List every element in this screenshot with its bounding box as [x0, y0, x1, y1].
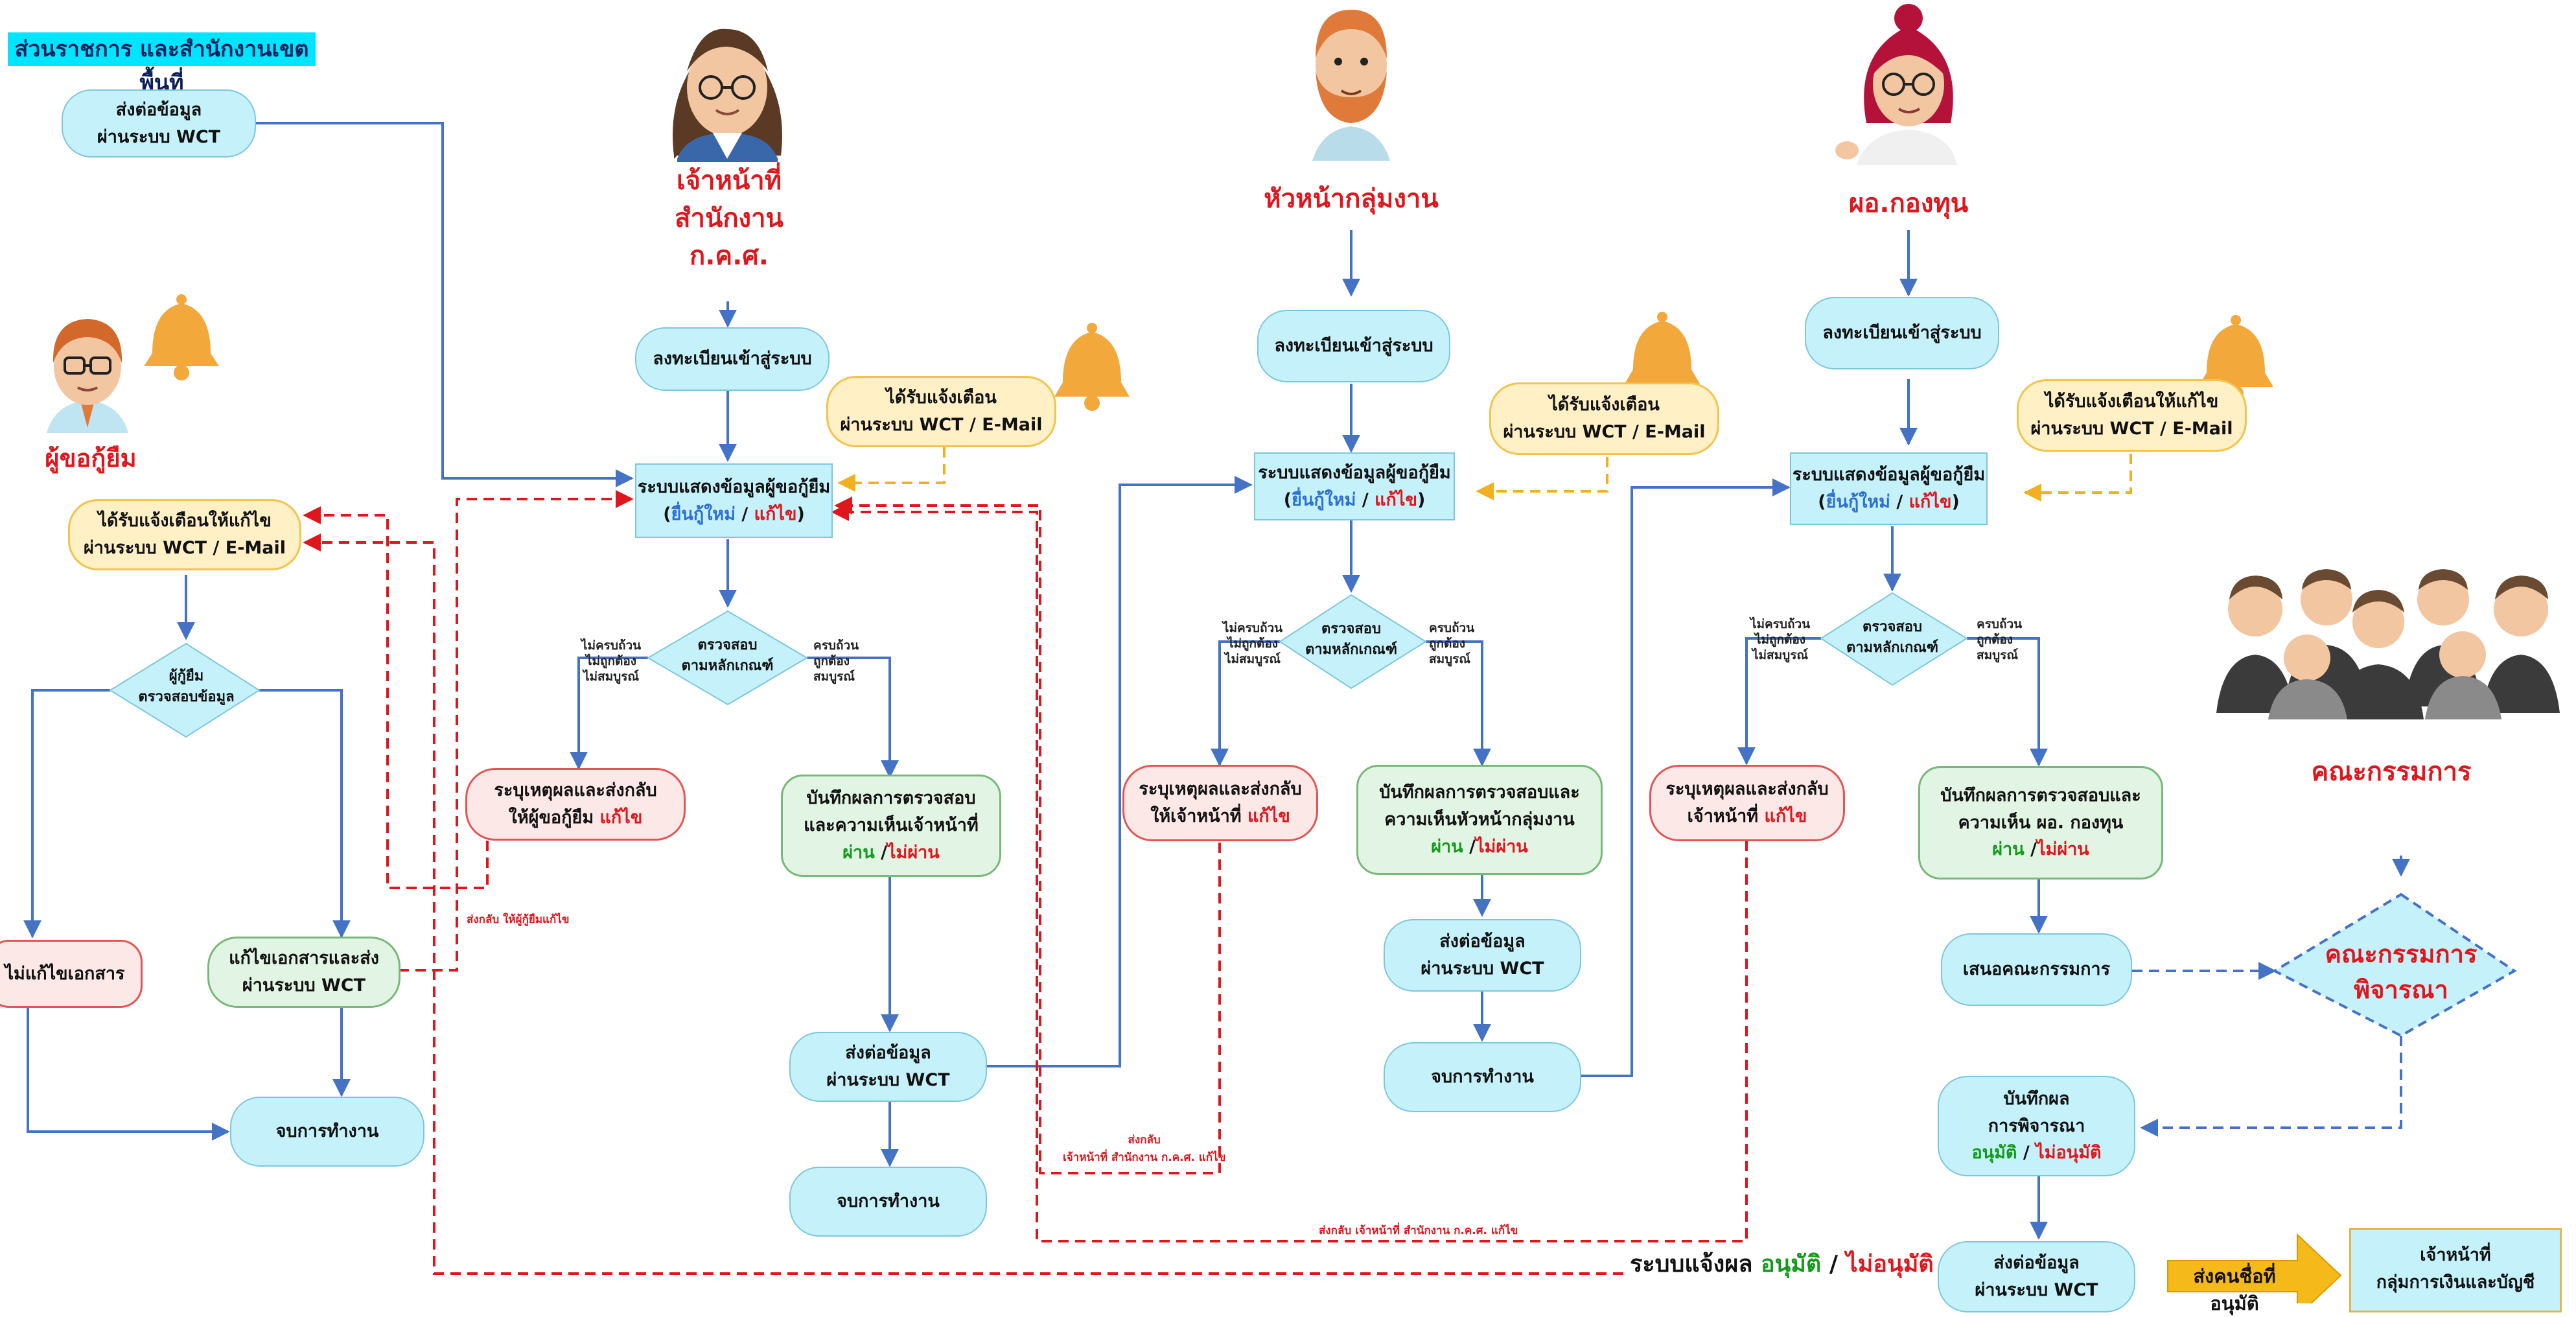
bell-icon-officer	[1054, 323, 1130, 411]
complete-label-officer: ครบถ้วนถูกต้องสมบูรณ์	[813, 638, 859, 684]
record-box-head[interactable]: บันทึกผลการตรวจสอบและ ความเห็นหัวหน้ากลุ…	[1356, 765, 1603, 875]
register-box-head[interactable]: ลงทะเบียนเข้าสู่ระบบ	[1257, 310, 1450, 382]
conn-check1-no	[570, 657, 648, 770]
borrower-check-label: ผู้กู้ยืม ตรวจสอบข้อมูล	[138, 668, 235, 705]
notify-box-officer[interactable]: ได้รับแจ้งเตือน ผ่านระบบ WCT / E-Mail	[826, 376, 1056, 447]
notify-box-fund[interactable]: ได้รับแจ้งเตือนให้แก้ไข ผ่านระบบ WCT / E…	[2017, 379, 2247, 452]
consider-diamond	[2271, 892, 2517, 1038]
record-box-fund[interactable]: บันทึกผลการตรวจสอบและ ความเห็น ผอ. กองทุ…	[1918, 766, 2163, 880]
end-box-head[interactable]: จบการทำงาน	[1384, 1042, 1581, 1112]
fund-director-title: ผอ.กองทุน	[1848, 189, 1969, 218]
send-box-head[interactable]: ส่งต่อข้อมูล ผ่านระบบ WCT	[1384, 919, 1581, 992]
conn-notify-result	[303, 533, 1623, 1275]
incomplete-label-officer: ไม่ครบถ้วนไม่ถูกต้องไม่สมบูรณ์	[581, 638, 642, 684]
fund-director-avatar-icon	[1835, 4, 1957, 165]
group-head-avatar-icon	[1312, 10, 1390, 161]
conn-nofix-end	[27, 1005, 230, 1141]
record-box-officer[interactable]: บันทึกผลการตรวจสอบ และความเห็นเจ้าหน้าที…	[781, 775, 1001, 877]
notify-box-borrower[interactable]: ได้รับแจ้งเตือนให้แก้ไข ผ่านระบบ WCT / E…	[68, 499, 301, 570]
finance-officer-box[interactable]: เจ้าหน้าที่ กลุ่มการเงินและบัญชี	[2349, 1228, 2562, 1312]
conn-notify2	[1476, 457, 1608, 500]
check-label-fund: ตรวจสอบ ตามหลักเกณฑ์	[1846, 619, 1938, 656]
check-label-head: ตรวจสอบ ตามหลักเกณฑ์	[1305, 621, 1397, 658]
display-box-head[interactable]: ระบบแสดงข้อมูลผู้ขอกู้ยืม (ยื่นกู้ใหม่ /…	[1254, 452, 1455, 520]
borrower-title: ผู้ขอกู้ยืม	[45, 444, 137, 472]
complete-label-fund: ครบถ้วนถูกต้องสมบูรณ์	[1977, 617, 2023, 662]
bell-icon-borrower	[144, 294, 219, 380]
register-box-fund[interactable]: ลงทะเบียนเข้าสู่ระบบ	[1805, 297, 1999, 369]
complete-label-head: ครบถ้วนถูกต้องสมบูรณ์	[1429, 621, 1475, 666]
no-fix-box[interactable]: ไม่แก้ไขเอกสาร	[0, 940, 143, 1008]
approve-arrow-shape	[2167, 1233, 2342, 1303]
check-diamond-head	[1279, 594, 1427, 690]
conn-check2-yes	[1426, 640, 1491, 767]
return-box-fund[interactable]: ระบุเหตุผลและส่งกลับ เจ้าหน้าที่ แก้ไข	[1649, 765, 1845, 841]
check-diamond-officer	[647, 610, 808, 706]
end-box-officer[interactable]: จบการทำงาน	[789, 1167, 987, 1237]
conn-return-borrower	[303, 506, 489, 889]
conn-end2-fund	[1581, 478, 1791, 1077]
return-officer-note: ส่งกลับ เจ้าหน้าที่ สำนักงาน ก.ค.ศ. แก้ไ…	[1063, 1134, 1226, 1164]
conn-check2-no	[1211, 640, 1280, 767]
committee-title: คณะกรรมการ	[2311, 757, 2472, 787]
notify-box-head[interactable]: ได้รับแจ้งเตือน ผ่านระบบ WCT / E-Mail	[1489, 382, 1719, 455]
conn-send-to-display	[256, 122, 634, 487]
return-officer-long-note: ส่งกลับ เจ้าหน้าที่ สำนักงาน ก.ค.ศ. แก้ไ…	[1319, 1224, 1518, 1237]
conn-send1-head	[985, 476, 1253, 1067]
record-result-box[interactable]: บันทึกผล การพิจารณา อนุมัติ / ไม่อนุมัติ	[1938, 1076, 2135, 1176]
conn-consider-record	[2140, 1036, 2402, 1137]
check-diamond-borrower	[109, 642, 261, 738]
conn-fixdoc-resubmit	[399, 490, 634, 972]
officer-title: เจ้าหน้าที่ สำนักงาน ก.ค.ศ.	[675, 166, 783, 271]
conn-check3-no	[1737, 637, 1821, 765]
send-approved-label: ส่งคนชื่อที่ อนุมัติ	[2193, 1265, 2276, 1314]
return-box-officer[interactable]: ระบุเหตุผลและส่งกลับ ให้ผู้ขอกู้ยืม แก้ไ…	[465, 768, 686, 841]
send-box-fund[interactable]: ส่งต่อข้อมูล ผ่านระบบ WCT	[1938, 1241, 2135, 1312]
page-title: ส่วนราชการ และสำนักงานเขตพื้นที่	[8, 32, 316, 96]
propose-committee-box[interactable]: เสนอคณะกรรมการ	[1941, 933, 2132, 1006]
conn-check3-yes	[1967, 637, 2048, 767]
incomplete-label-fund: ไม่ครบถ้วนไม่ถูกต้องไม่สมบูรณ์	[1750, 617, 1811, 662]
conn-return-officer-short	[834, 496, 1221, 1174]
conn-bcheck-no	[23, 689, 110, 938]
display-box-fund[interactable]: ระบบแสดงข้อมูลผู้ขอกู้ยืม (ยื่นกู้ใหม่ /…	[1790, 452, 1988, 525]
incomplete-label-head: ไม่ครบถ้วนไม่ถูกต้องไม่สมบูรณ์	[1222, 621, 1283, 666]
send-box-officer[interactable]: ส่งต่อข้อมูล ผ่านระบบ WCT	[789, 1032, 987, 1102]
fix-doc-box[interactable]: แก้ไขเอกสารและส่ง ผ่านระบบ WCT	[207, 937, 400, 1008]
conn-check1-yes	[807, 657, 899, 778]
check-label-officer: ตรวจสอบ ตามหลักเกณฑ์	[681, 637, 774, 674]
borrower-avatar-icon	[47, 319, 128, 433]
consider-label: คณะกรรมการ พิจารณา	[2325, 940, 2477, 1005]
end-box-borrower[interactable]: จบการทำงาน	[230, 1097, 424, 1167]
notify-result-label: ระบบแจ้งผล อนุมัติ / ไม่อนุมัติ	[1630, 1251, 1934, 1277]
display-box-officer[interactable]: ระบบแสดงข้อมูลผู้ขอกู้ยืม (ยื่นกู้ใหม่ /…	[635, 463, 833, 538]
return-box-head[interactable]: ระบุเหตุผลและส่งกลับ ให้เจ้าหน้าที่ แก้ไ…	[1122, 765, 1318, 841]
return-borrower-note: ส่งกลับ ให้ผู้กู้ยืมแก้ไข	[467, 913, 570, 926]
conn-notify1	[837, 447, 946, 492]
conn-return-officer-long	[831, 503, 1748, 1242]
conn-bcheck-yes	[259, 689, 351, 938]
send-data-wct-box[interactable]: ส่งต่อข้อมูล ผ่านระบบ WCT	[62, 89, 256, 157]
conn-notify3	[2023, 454, 2132, 502]
committee-group-icon	[2216, 569, 2560, 719]
register-box-officer[interactable]: ลงทะเบียนเข้าสู่ระบบ	[635, 327, 830, 391]
officer-avatar-icon	[672, 29, 782, 162]
group-head-title: หัวหน้ากลุ่มงาน	[1264, 184, 1439, 214]
check-diamond-fund	[1820, 592, 1968, 686]
